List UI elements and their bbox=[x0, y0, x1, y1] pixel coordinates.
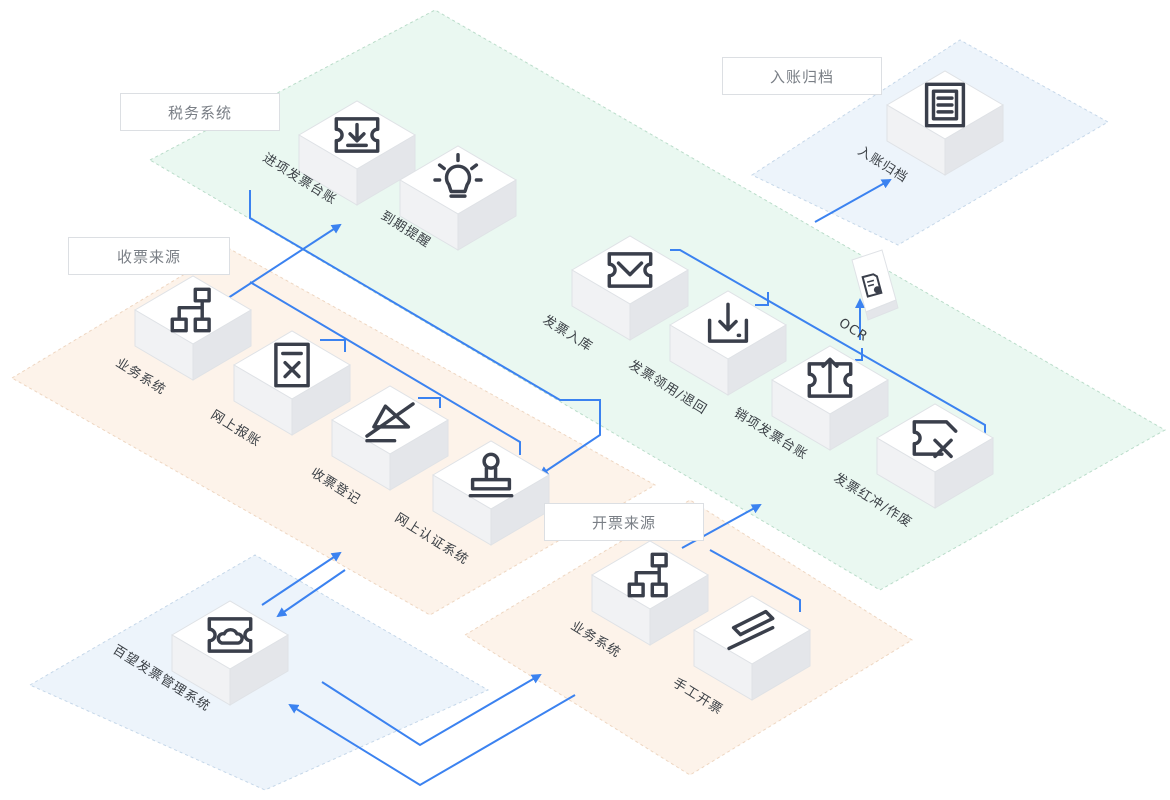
flowchart-icon bbox=[627, 552, 668, 598]
scan-document-icon bbox=[861, 273, 883, 298]
connector-baiwang-to-issue bbox=[321, 673, 542, 747]
ticket-upload-icon bbox=[807, 357, 853, 398]
ticket-check-icon bbox=[607, 252, 653, 288]
connector-business-to-ledger bbox=[224, 223, 342, 301]
pen-ruler-icon bbox=[365, 402, 415, 443]
connector-to-archive bbox=[814, 179, 892, 223]
zone-label-receive-source: 收票来源 bbox=[68, 237, 230, 275]
node-input-invoice-ledger[interactable]: 进项发票台账 bbox=[260, 100, 416, 208]
connector-storage-bus bbox=[670, 249, 986, 438]
connector-bus-registration bbox=[418, 397, 441, 408]
connector-storage-claim bbox=[755, 292, 769, 306]
ticket-cloud-icon bbox=[207, 617, 253, 653]
connector-issue-bus-manual bbox=[709, 549, 801, 612]
connector-claim-output bbox=[855, 348, 863, 361]
ledger-icon bbox=[924, 82, 966, 128]
connector-receive-bus bbox=[249, 281, 521, 455]
node-output-invoice-ledger[interactable]: 销项发票台账 bbox=[731, 345, 889, 463]
zone-label-archive: 入账归档 bbox=[722, 57, 882, 95]
connector-baiwang-down bbox=[276, 569, 346, 618]
connector-issue-to-baiwang bbox=[288, 694, 576, 787]
ticket-download-icon bbox=[334, 117, 380, 153]
zone-label-issue-source: 开票来源 bbox=[544, 503, 704, 541]
node-receipt-registration[interactable]: 收票登记 bbox=[308, 385, 449, 508]
flowchart-icon bbox=[170, 287, 211, 333]
tray-download-icon bbox=[707, 302, 749, 343]
connector-baiwang-up bbox=[261, 551, 342, 606]
connector-bus-reimbursement bbox=[320, 339, 346, 352]
zone-issue-source bbox=[464, 499, 913, 776]
lightbulb-icon bbox=[433, 152, 483, 198]
document-icon bbox=[274, 342, 310, 388]
pen-icon bbox=[727, 609, 775, 651]
ticket-cross-icon bbox=[912, 420, 958, 459]
connector-tax-to-certification bbox=[249, 190, 601, 477]
stamp-icon bbox=[468, 452, 514, 498]
zone-label-tax-system: 税务系统 bbox=[120, 93, 280, 131]
connectors bbox=[224, 179, 986, 787]
